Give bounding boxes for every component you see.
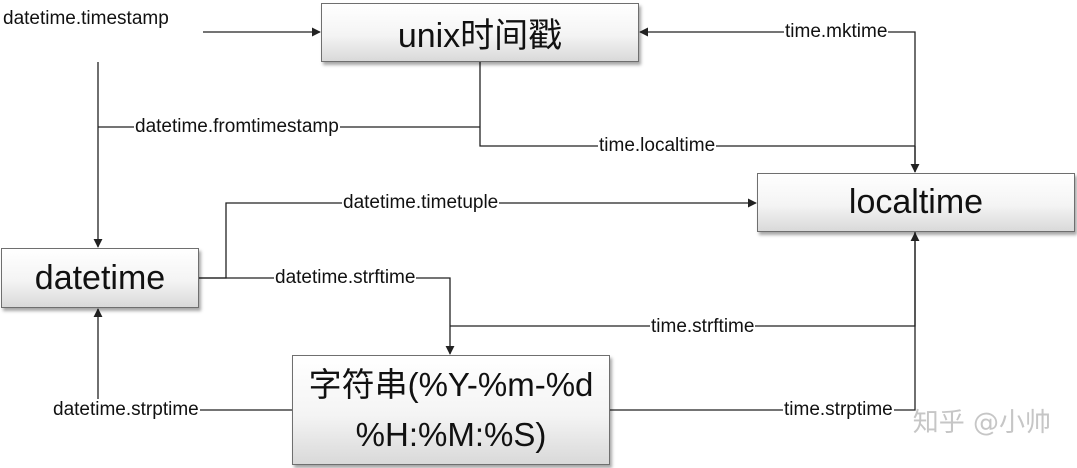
edge-label-datetime-strftime: datetime.strftime [274, 267, 417, 289]
node-datetime-label: datetime [34, 258, 166, 297]
node-localtime-label: localtime [848, 183, 984, 221]
edge-time-strptime [610, 232, 920, 411]
node-string: 字符串(%Y-%m-%d %H:%M:%S) [292, 355, 610, 465]
edge-label-datetime-fromtimestamp: datetime.fromtimestamp [134, 116, 340, 138]
edge-label-time-mktime: time.mktime [784, 21, 889, 43]
edge-datetime-strptime [93, 308, 292, 411]
node-string-label: 字符串(%Y-%m-%d %H:%M:%S) [308, 366, 594, 453]
node-datetime: datetime [1, 248, 199, 308]
edge-label-time-localtime: time.localtime [598, 135, 717, 157]
node-unix-timestamp-label: unix时间戳 [397, 17, 563, 55]
edge-label-datetime-timestamp: datetime.timestamp [2, 8, 170, 30]
edge-label-datetime-strptime: datetime.strptime [52, 399, 200, 421]
watermark: 知乎 @小帅 [912, 408, 1051, 438]
node-unix-timestamp: unix时间戳 [321, 3, 639, 62]
edge-datetime-strftime [199, 277, 455, 355]
node-localtime: localtime [757, 173, 1075, 232]
edge-time-localtime [479, 62, 915, 147]
edge-label-datetime-timetuple: datetime.timetuple [342, 192, 500, 214]
edge-label-time-strftime: time.strftime [650, 316, 756, 338]
edge-label-time-strptime: time.strptime [783, 399, 894, 421]
edge-time-mktime [639, 27, 916, 172]
edge-time-strftime [450, 232, 916, 327]
